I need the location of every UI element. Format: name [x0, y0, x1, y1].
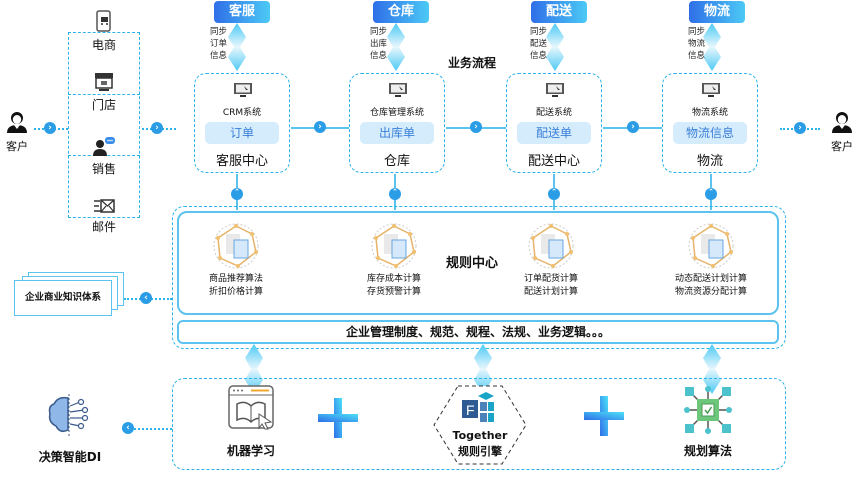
sync-label: 同步物流信息 [688, 27, 706, 61]
channel-store: 门店 [84, 72, 124, 113]
chevron-up-icon: ˆ [548, 188, 560, 200]
rule-engine-hexagon [433, 385, 527, 465]
monitor-icon [702, 83, 720, 97]
system-name: 物流系统 [691, 108, 728, 118]
rule-algorithm-icon [371, 223, 417, 269]
rule-center-group [172, 206, 786, 349]
customer-right-label: 客户 [831, 140, 853, 153]
rule-item: 动态配送计划计算物流资源分配计算 [674, 274, 747, 297]
sync-arrow-icon [703, 23, 721, 71]
tag-logistics[interactable]: 物流 [689, 1, 745, 23]
svg-text:F: F [466, 402, 475, 418]
chevron-up-icon: ˆ [705, 188, 717, 200]
divider [68, 94, 140, 95]
dept-customer-service: CRM系统 订单 客服中心 [194, 73, 290, 173]
sync-label: 同步订单信息 [210, 27, 228, 61]
channel-mail: 邮件 [84, 198, 124, 235]
document-badge[interactable]: 配送单 [517, 122, 591, 144]
mail-icon [94, 199, 115, 213]
dept-title: 仓库 [383, 154, 410, 169]
rule-item: 订单配货计算配送计划计算 [523, 274, 578, 297]
mobile-shop-icon [96, 10, 111, 32]
sync-label: 同步配送信息 [530, 27, 548, 61]
rule-algorithm-icon [213, 223, 259, 269]
chevron-right-icon: › [314, 121, 326, 133]
chevron-left-icon: ‹ [122, 422, 134, 434]
dept-delivery: 配送系统 配送单 配送中心 [506, 73, 602, 173]
diagram-title: 业务流程 [448, 56, 497, 70]
plus-icon [584, 396, 624, 436]
sync-arrow-icon [228, 23, 246, 71]
dept-title: 物流 [696, 154, 723, 169]
dept-title: 配送中心 [527, 154, 580, 169]
channel-sales: 销售 [84, 136, 124, 177]
chevron-right-icon: › [151, 122, 163, 134]
channel-ecommerce: 电商 [84, 10, 124, 53]
rule-engine-icon[interactable]: F [460, 392, 496, 426]
sync-arrow-icon [546, 23, 564, 71]
engine-group [172, 378, 786, 470]
engine-label-planning: 规划算法 [683, 444, 732, 458]
dept-logistics: 物流系统 物流信息 物流 [662, 73, 758, 173]
chevron-right-icon: › [44, 122, 56, 134]
customer-left-label: 客户 [6, 140, 28, 153]
tag-delivery[interactable]: 配送 [531, 1, 587, 23]
chevron-up-icon: ˆ [231, 188, 243, 200]
system-name: 配送系统 [535, 108, 572, 118]
person-icon [832, 112, 852, 133]
rule-item: 商品推荐算法折扣价格计算 [208, 274, 263, 297]
dept-warehouse: 仓库管理系统 出库单 仓库 [349, 73, 445, 173]
monitor-icon [389, 83, 407, 97]
monitor-icon [546, 83, 564, 97]
dept-title: 客服中心 [215, 154, 268, 169]
decision-label: 决策智能DI [38, 450, 102, 464]
rule-center-title: 规则中心 [446, 256, 499, 271]
customer-left: 客户 [4, 110, 30, 154]
connector [122, 428, 172, 430]
tag-customer-service[interactable]: 客服 [214, 1, 270, 23]
sync-arrow-icon [474, 344, 492, 394]
chevron-right-icon: › [627, 121, 639, 133]
machine-learning-icon [228, 385, 274, 430]
sync-label: 同步出库信息 [370, 27, 388, 61]
document-badge[interactable]: 出库单 [360, 122, 434, 144]
chevron-right-icon: › [470, 121, 482, 133]
channel-group [68, 32, 140, 218]
salesperson-icon [93, 137, 115, 156]
chevron-up-icon: ˆ [389, 188, 401, 200]
rule-item: 库存成本计算存货预警计算 [366, 274, 421, 297]
document-badge[interactable]: 物流信息 [673, 122, 747, 144]
sync-arrow-icon [387, 23, 405, 71]
rule-algorithm-icon [688, 223, 734, 269]
system-name: 仓库管理系统 [369, 108, 424, 118]
rule-center-panel [177, 211, 779, 315]
customer-right: 客户 [828, 110, 856, 154]
planning-algorithm-icon [684, 386, 732, 434]
system-name: CRM系统 [222, 108, 262, 118]
knowledge-system: 企业商业知识体系 [10, 272, 124, 318]
person-icon [7, 112, 27, 133]
store-icon [95, 73, 113, 91]
chevron-right-icon: › [794, 122, 806, 134]
rule-algorithm-icon [528, 223, 574, 269]
monitor-icon [234, 83, 252, 97]
chevron-left-icon: ‹ [140, 292, 152, 304]
sync-arrow-icon [703, 344, 721, 394]
policies-bar: 企业管理制度、规范、规程、法规、业务逻辑。。。 [177, 320, 779, 344]
engine-label-ml: 机器学习 [226, 444, 275, 458]
plus-icon [318, 398, 358, 438]
tag-warehouse[interactable]: 仓库 [373, 1, 429, 23]
document-badge[interactable]: 订单 [205, 122, 279, 144]
brain-ai-icon [48, 394, 89, 436]
sync-arrow-icon [245, 344, 263, 394]
knowledge-label: 企业商业知识体系 [14, 280, 112, 316]
